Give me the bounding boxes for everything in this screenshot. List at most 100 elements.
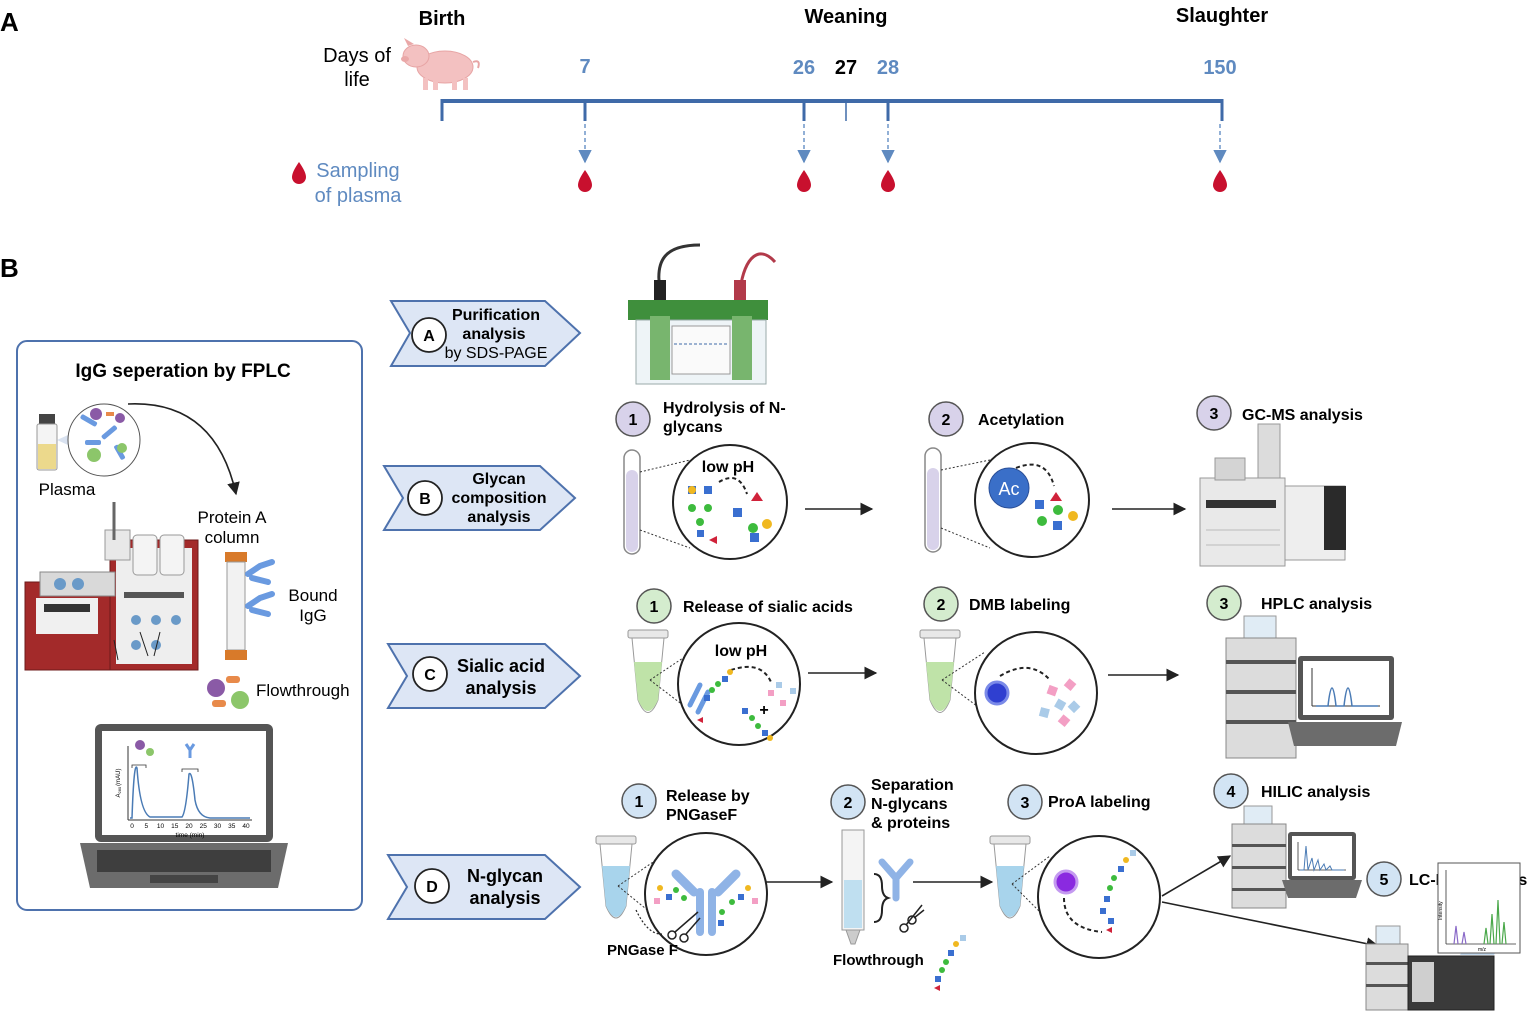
chrom-xtick: 35 bbox=[228, 823, 236, 830]
chevron-d-line2: analysis bbox=[469, 888, 540, 908]
pig-icon bbox=[401, 38, 480, 90]
event-slaughter: Slaughter bbox=[1176, 5, 1268, 27]
released-glycan-icon bbox=[934, 935, 966, 991]
lens-c1 bbox=[677, 622, 801, 746]
chrom-xtick: 40 bbox=[242, 823, 250, 830]
step-d4: 4 HILIC analysis bbox=[1213, 773, 1370, 809]
step-c1-label: Release of sialic acids bbox=[683, 599, 853, 616]
step-d1-line1: Release by bbox=[666, 788, 750, 805]
chevron-a[interactable]: A Purification analysis by SDS-PAGE bbox=[389, 300, 582, 367]
blood-drop-icons bbox=[292, 162, 1227, 192]
lc-ms-instrument-icon: Intensity m/z bbox=[1365, 862, 1521, 1011]
step-d4-label: HILIC analysis bbox=[1261, 784, 1370, 801]
chevron-b-line2: composition bbox=[451, 490, 546, 507]
chevron-b[interactable]: B Glycan composition analysis bbox=[382, 465, 577, 531]
glycan-b2-icon bbox=[1015, 463, 1078, 530]
event-birth: Birth bbox=[419, 8, 466, 30]
chevron-c[interactable]: C Sialic acid analysis bbox=[386, 643, 582, 709]
chrom-xtick: 15 bbox=[171, 823, 179, 830]
days-of-life-label: Days of bbox=[323, 45, 391, 67]
plus-sign: + bbox=[759, 702, 768, 719]
step-d1: 1 Release by PNGaseF bbox=[621, 783, 750, 824]
scissors-d2-icon bbox=[899, 904, 925, 933]
event-weaning: Weaning bbox=[805, 6, 888, 28]
lens-d3 bbox=[1037, 835, 1161, 959]
day-7: 7 bbox=[579, 56, 590, 78]
fplc-instrument-icon bbox=[24, 502, 199, 671]
protein-a-label-2: column bbox=[205, 528, 260, 547]
sampling-label: Sampling bbox=[316, 160, 399, 182]
flowthrough-label: Flowthrough bbox=[256, 681, 350, 700]
timeline-axis bbox=[440, 99, 1224, 121]
chrom-xtick: 20 bbox=[185, 823, 193, 830]
eppendorf-d3-icon bbox=[989, 835, 1051, 923]
step-b1-line2: glycans bbox=[663, 419, 723, 436]
lens-b2 bbox=[974, 442, 1090, 558]
step-b3: 3 GC-MS analysis bbox=[1196, 395, 1363, 431]
protein-a-label: Protein A bbox=[198, 508, 268, 527]
chrom-xlabel: time (min) bbox=[176, 832, 205, 839]
sds-page-gel-icon bbox=[628, 243, 777, 385]
step-b1: 1 Hydrolysis of N- glycans bbox=[615, 400, 786, 437]
plasma-vial-icon bbox=[36, 403, 141, 477]
protein-a-column-icon bbox=[225, 552, 275, 660]
step-d5-num: 5 bbox=[1380, 872, 1389, 889]
step-d1-line2: PNGaseF bbox=[666, 807, 737, 824]
step-d2: 2 Separation N-glycans & proteins bbox=[830, 777, 954, 832]
chrom-ylabel: A bbox=[116, 794, 122, 798]
scissors-icon bbox=[667, 911, 701, 943]
step-c2-label: DMB labeling bbox=[969, 597, 1070, 614]
eppendorf-c2-icon bbox=[919, 629, 986, 713]
sampling-label-2: of plasma bbox=[315, 185, 403, 207]
step-d2-line2: N-glycans bbox=[871, 796, 948, 813]
arrow-d3-d4 bbox=[1161, 855, 1232, 897]
hilic-instrument-icon bbox=[1231, 805, 1362, 909]
day-150: 150 bbox=[1203, 57, 1236, 79]
chevron-a-line2: analysis bbox=[462, 326, 525, 343]
step-c1-num: 1 bbox=[650, 599, 659, 616]
flowthrough-d-label: Flowthrough bbox=[833, 952, 924, 969]
step-c3-num: 3 bbox=[1220, 596, 1229, 613]
day-26: 26 bbox=[793, 57, 815, 79]
chevron-b-letter: B bbox=[419, 491, 431, 508]
chrom-ylabel-unit: (mAU) bbox=[116, 768, 122, 785]
lens-d1 bbox=[644, 832, 768, 956]
step-c1: 1 Release of sialic acids bbox=[636, 588, 853, 624]
svg-text:A280(mAU): A280(mAU) bbox=[116, 768, 122, 797]
chevron-a-line3: by SDS-PAGE bbox=[445, 345, 548, 362]
glycan-b1-icon bbox=[688, 477, 772, 544]
plasma-to-column-arrow bbox=[127, 403, 240, 496]
tube-b1-icon bbox=[623, 449, 691, 555]
step-d1-num: 1 bbox=[635, 794, 644, 811]
eppendorf-c1-icon bbox=[627, 629, 693, 713]
chrom-xtick: 5 bbox=[144, 823, 148, 830]
arrow-d3-d5 bbox=[1161, 901, 1380, 950]
acetyl-group-icon bbox=[988, 467, 1030, 509]
step-c2-num: 2 bbox=[937, 597, 946, 614]
ms-xlabel: m/z bbox=[1478, 947, 1487, 953]
laptop-icon bbox=[80, 724, 288, 888]
step-d4-num: 4 bbox=[1227, 784, 1236, 801]
chrom-xtick: 25 bbox=[200, 823, 208, 830]
chevron-d[interactable]: D N-glycan analysis bbox=[386, 854, 582, 920]
step-b3-num: 3 bbox=[1210, 406, 1219, 423]
step-d3-num: 3 bbox=[1021, 795, 1030, 812]
chrom-xtick: 0 bbox=[130, 823, 134, 830]
chevron-c-line2: analysis bbox=[465, 678, 536, 698]
step-b2-label: Acetylation bbox=[978, 412, 1064, 429]
chevron-d-letter: D bbox=[426, 879, 438, 896]
chevron-d-line1: N-glycan bbox=[467, 866, 543, 886]
chevron-b-line1: Glycan bbox=[472, 471, 525, 488]
step-d2-line1: Separation bbox=[871, 777, 954, 794]
spin-column-icon bbox=[841, 829, 914, 945]
chevron-a-line1: Purification bbox=[452, 307, 540, 324]
step-c3-label: HPLC analysis bbox=[1261, 596, 1372, 613]
step-c3: 3 HPLC analysis bbox=[1206, 585, 1372, 621]
step-b1-line1: Hydrolysis of N- bbox=[663, 400, 786, 417]
bound-igg-label: Bound bbox=[288, 586, 337, 605]
day-28: 28 bbox=[877, 57, 899, 79]
chrom-ylabel-sub: 280 bbox=[117, 786, 122, 793]
ac-label: Ac bbox=[998, 479, 1019, 499]
